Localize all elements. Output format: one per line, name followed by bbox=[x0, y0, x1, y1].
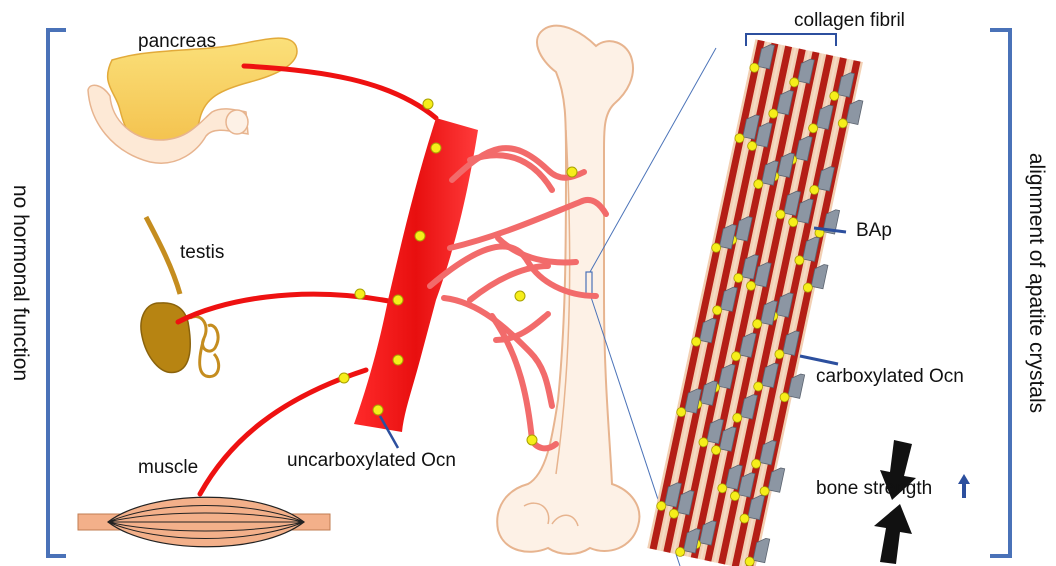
increase-arrow-icon bbox=[958, 474, 970, 498]
testis-illustration bbox=[141, 217, 219, 377]
pancreas-illustration bbox=[88, 38, 297, 163]
muscle-illustration bbox=[78, 497, 330, 547]
carboxylated-pointer bbox=[800, 356, 838, 364]
bone-strength-label: bone strength bbox=[816, 478, 932, 500]
pancreas-label: pancreas bbox=[138, 31, 216, 53]
right-bracket bbox=[990, 30, 1010, 556]
no-hormonal-function-label: no hormonal function bbox=[8, 185, 32, 381]
carboxylated-label: carboxylated Ocn bbox=[816, 366, 964, 388]
left-bracket bbox=[48, 30, 66, 556]
up-arrow-icon bbox=[874, 504, 912, 564]
testis-label: testis bbox=[180, 242, 224, 264]
compression-arrows bbox=[874, 440, 916, 564]
bap-label: BAp bbox=[856, 220, 892, 242]
no-hormonal-function-label-container: no hormonal function bbox=[0, 0, 40, 566]
muscle-label: muscle bbox=[138, 457, 198, 479]
blood-vessel bbox=[354, 118, 478, 432]
alignment-label-container: alignment of apatite crystals bbox=[1016, 0, 1056, 566]
alignment-of-apatite-crystals-label: alignment of apatite crystals bbox=[1024, 153, 1048, 413]
collagen-fibril-label: collagen fibril bbox=[794, 10, 905, 32]
uncarboxylated-label: uncarboxylated Ocn bbox=[287, 450, 456, 472]
